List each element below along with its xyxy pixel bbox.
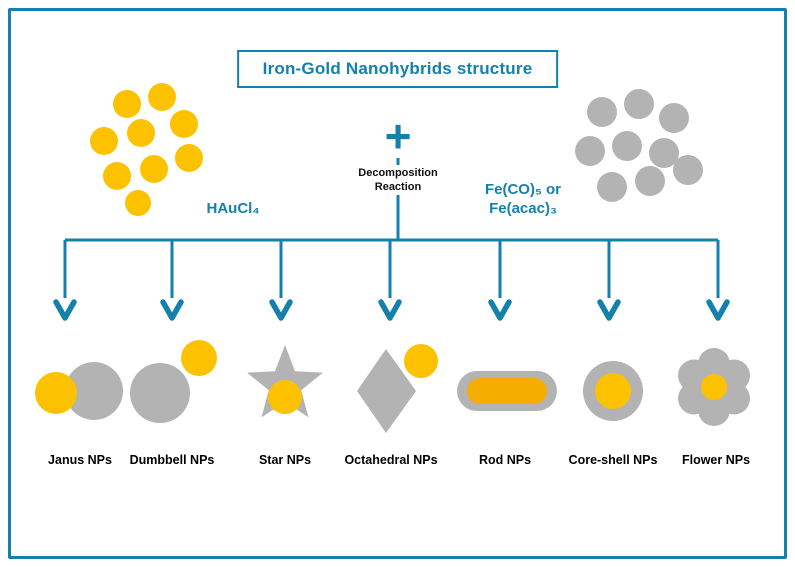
product-label-star: Star NPs <box>258 453 312 467</box>
branch-connector <box>63 158 720 298</box>
octahedral-np-icon <box>357 344 438 433</box>
down-arrow-icon <box>378 299 402 321</box>
iron-precursor-label: Fe(CO)₅ or Fe(acac)₃ <box>485 180 561 218</box>
diagram-title-box: Iron-Gold Nanohybrids structure <box>236 50 559 88</box>
reaction-label: Decomposition Reaction <box>353 165 443 195</box>
product-label-core-shell: Core-shell NPs <box>568 453 658 467</box>
product-label-rod: Rod NPs <box>478 453 532 467</box>
down-arrow-icon <box>706 299 730 321</box>
diagram-title: Iron-Gold Nanohybrids structure <box>262 59 533 78</box>
down-arrow-icons <box>53 299 730 321</box>
product-label-janus: Janus NPs <box>48 453 112 467</box>
reaction-label-line1: Decomposition <box>358 167 438 179</box>
octahedron-gold-lobe <box>404 344 438 378</box>
iron-precursor-line2: Fe(acac)₃ <box>489 200 557 217</box>
reaction-label-line2: Reaction <box>374 181 422 193</box>
dumbbell-gold-lobe <box>181 340 217 376</box>
product-label-octahedral: Octahedral NPs <box>344 453 438 467</box>
iron-nanoparticle-cluster-icon <box>575 89 703 202</box>
down-arrow-icon <box>269 299 293 321</box>
janus-iron-lobe <box>65 362 123 420</box>
rod-gold-core <box>467 378 547 404</box>
down-arrow-icon <box>488 299 512 321</box>
gold-nanoparticle-cluster-icon <box>90 83 203 216</box>
star-gold-core <box>268 380 302 414</box>
octahedron-iron-body <box>357 349 416 433</box>
down-arrow-icon <box>53 299 77 321</box>
flower-np-icon <box>678 348 750 426</box>
star-np-icon <box>247 345 323 418</box>
rod-np-icon <box>457 371 557 411</box>
plus-sign: + <box>384 110 412 162</box>
down-arrow-icon <box>597 299 621 321</box>
dumbbell-np-icon <box>130 340 217 423</box>
core-shell-gold-core <box>595 373 631 409</box>
gold-precursor-label: HAuCl₄ <box>206 200 260 217</box>
core-shell-np-icon <box>583 361 643 421</box>
flower-gold-core <box>701 374 727 400</box>
janus-np-icon <box>35 362 123 420</box>
janus-gold-lobe <box>35 372 77 414</box>
product-label-dumbbell: Dumbbell NPs <box>129 453 215 467</box>
dumbbell-iron-lobe <box>130 363 190 423</box>
iron-precursor-line1: Fe(CO)₅ or <box>484 181 562 198</box>
down-arrow-icon <box>160 299 184 321</box>
product-label-flower: Flower NPs <box>681 453 751 467</box>
